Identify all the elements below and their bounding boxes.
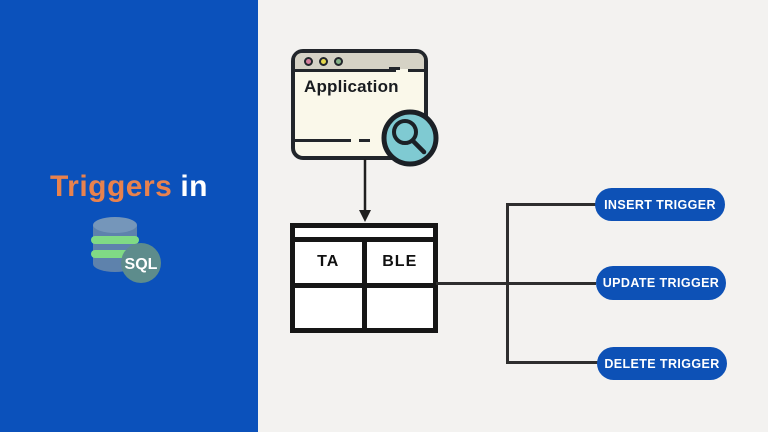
connector-vertical-spine [506,203,509,364]
window-dot-pink-icon [304,56,313,66]
application-window-title: Application [304,77,399,96]
sketch-dash [389,67,400,70]
table-cell-empty [366,287,433,328]
table-cell-empty [295,287,367,328]
page-title-accent: Triggers [49,170,173,203]
table-cell-ta: TA [295,242,367,283]
delete-trigger-node: DELETE TRIGGER [597,347,727,380]
window-divider-line [295,139,351,142]
connector-table-to-update [436,282,596,285]
update-trigger-node: UPDATE TRIGGER [596,266,726,300]
table-row: TA BLE [295,242,433,288]
database-icon: SQL [91,217,161,283]
sql-badge-label: SQL [125,256,158,273]
sketch-gap [396,69,408,72]
table-cell-ble: BLE [366,242,433,283]
flow-arrow-down-icon [359,159,371,222]
connector-to-delete [506,361,598,364]
window-dot-green-icon [334,56,343,66]
insert-trigger-node: INSERT TRIGGER [595,188,725,221]
search-icon [381,109,439,167]
table-node: TA BLE [290,223,438,333]
connector-to-insert [506,203,596,206]
page-title-rest: in [180,170,209,203]
window-divider-dash [359,139,370,142]
table-header-strip [295,228,433,242]
window-dot-yellow-icon [319,56,328,66]
sql-badge: SQL [121,243,161,283]
table-row [295,287,433,328]
